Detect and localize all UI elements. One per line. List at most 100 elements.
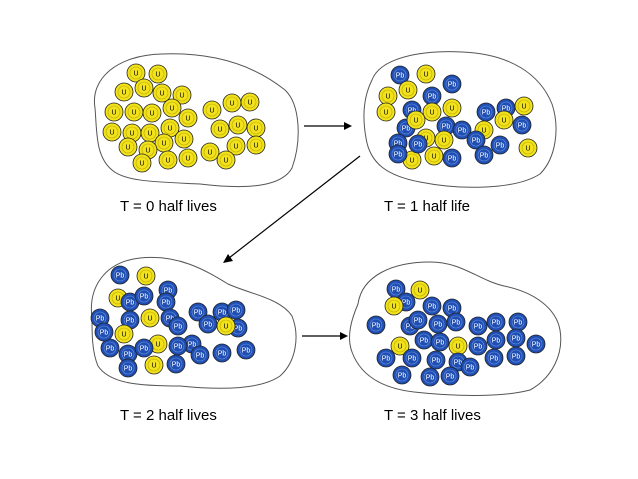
atom-circle <box>212 343 232 363</box>
uranium-atom: U <box>228 115 248 135</box>
atom-circle <box>388 144 408 164</box>
lead-atom: Pb <box>212 343 232 363</box>
atom-inner-ring <box>391 147 405 161</box>
lead-atom: Pb <box>226 300 246 320</box>
atom-label: U <box>149 111 154 118</box>
atom-circle <box>152 83 172 103</box>
atom-label: Pb <box>126 300 135 307</box>
atom-inner-ring <box>243 95 257 109</box>
atom-label: Pb <box>436 340 445 347</box>
atom-circle <box>142 103 162 123</box>
panel-t3-caption: T = 3 half lives <box>384 407 481 424</box>
atom-circle <box>136 266 156 286</box>
uranium-atom: U <box>210 119 230 139</box>
atom-inner-ring <box>123 295 137 309</box>
atom-label: Pb <box>106 346 115 353</box>
lead-atom: Pb <box>468 316 488 336</box>
atom-label: U <box>501 118 506 125</box>
atom-circle <box>228 115 248 135</box>
atom-inner-ring <box>417 333 431 347</box>
lead-atom: Pb <box>442 74 462 94</box>
atom-label: Pb <box>408 356 417 363</box>
atom-circle <box>202 100 222 120</box>
atom-circle <box>110 265 130 285</box>
atom-label: Pb <box>454 360 463 367</box>
uranium-atom: U <box>424 146 444 166</box>
arrow-t2-to-t3 <box>302 332 348 340</box>
atom-circle <box>178 108 198 128</box>
atom-label: U <box>417 288 422 295</box>
lead-atom: Pb <box>402 348 422 368</box>
atom-inner-ring <box>471 339 485 353</box>
atom-label: U <box>247 100 252 107</box>
atom-label: Pb <box>466 365 475 372</box>
lead-atom: Pb <box>490 135 510 155</box>
atom-circle <box>466 130 486 150</box>
atom-inner-ring <box>97 325 111 339</box>
atom-inner-ring <box>379 105 393 119</box>
atom-label: U <box>431 154 436 161</box>
atom-inner-ring <box>147 358 161 372</box>
atom-inner-ring <box>105 125 119 139</box>
atom-inner-ring <box>413 283 427 297</box>
atom-inner-ring <box>137 289 151 303</box>
atom-label: U <box>159 91 164 98</box>
atom-inner-ring <box>201 317 215 331</box>
atom-circle <box>484 348 504 368</box>
atom-circle <box>512 115 532 135</box>
lead-atom: Pb <box>484 348 504 368</box>
lead-atom: Pb <box>426 350 446 370</box>
atom-inner-ring <box>117 327 131 341</box>
uranium-atom: U <box>178 108 198 128</box>
atom-label: Pb <box>372 323 381 330</box>
uranium-atom: U <box>104 102 124 122</box>
atom-inner-ring <box>157 136 171 150</box>
atom-circle <box>148 64 168 84</box>
atom-label: U <box>429 110 434 117</box>
uranium-atom: U <box>416 64 436 84</box>
atom-circle <box>104 102 124 122</box>
atom-label: U <box>223 158 228 165</box>
atom-inner-ring <box>429 353 443 367</box>
atom-label: Pb <box>382 356 391 363</box>
atom-label: U <box>143 274 148 281</box>
atom-label: U <box>165 158 170 165</box>
atom-label: U <box>161 141 166 148</box>
atom-label: Pb <box>532 342 541 349</box>
atom-label: Pb <box>188 342 197 349</box>
atom-label: U <box>229 101 234 108</box>
lead-atom: Pb <box>476 102 496 122</box>
lead-atom: Pb <box>168 336 188 356</box>
atom-inner-ring <box>213 122 227 136</box>
atom-label: U <box>383 110 388 117</box>
atom-label: U <box>449 106 454 113</box>
uranium-atom: U <box>246 118 266 138</box>
atom-label: Pb <box>472 138 481 145</box>
atom-label: Pb <box>232 308 241 315</box>
atom-circle <box>172 85 192 105</box>
atom-label: U <box>121 332 126 339</box>
uranium-atom: U <box>398 80 418 100</box>
lead-atom: Pb <box>190 345 210 365</box>
atom-label: Pb <box>140 346 149 353</box>
atom-circle <box>166 354 186 374</box>
atom-label: U <box>525 146 530 153</box>
atom-label: Pb <box>512 354 521 361</box>
atom-inner-ring <box>219 153 233 167</box>
atom-label: Pb <box>432 358 441 365</box>
lead-atom: Pb <box>166 354 186 374</box>
atom-inner-ring <box>117 85 131 99</box>
atom-label: U <box>413 118 418 125</box>
lead-atom: Pb <box>452 120 472 140</box>
uranium-atom: U <box>140 308 160 328</box>
atom-inner-ring <box>477 148 491 162</box>
atom-inner-ring <box>479 105 493 119</box>
atom-inner-ring <box>369 318 383 332</box>
atom-inner-ring <box>493 138 507 152</box>
atom-circle <box>178 148 198 168</box>
atom-inner-ring <box>445 151 459 165</box>
atom-inner-ring <box>203 145 217 159</box>
atom-label: Pb <box>218 351 227 358</box>
